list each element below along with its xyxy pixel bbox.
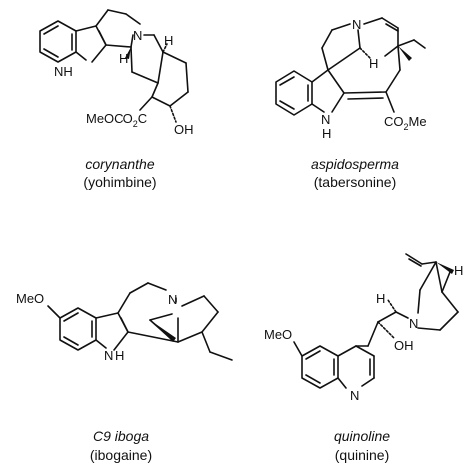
iboga-wedge-bond [150,320,176,342]
aspidosperma-ester-co: CO [384,114,404,129]
corynanthe-wedge-bond [125,47,131,59]
quinoline-h-left-label: H [376,291,385,306]
corynanthe-h-label-top: H [164,33,173,48]
aspidosperma-ester-subscript: 2 [404,122,409,132]
iboga-example-name: (ibogaine) [90,447,152,463]
quinoline-h-top-label: H [454,263,463,278]
iboga-class-name: C9 iboga [93,428,149,444]
ester-part-c: C [114,111,123,126]
corynanthe-bonds [39,9,189,123]
iboga-meo-label: MeO [16,291,44,306]
aspidosperma-ester-label: CO2Me [384,114,427,132]
aspidosperma-class-name: aspidosperma [311,156,399,172]
corynanthe-oh-label: OH [174,122,194,137]
corynanthe-class-name: corynanthe [85,156,154,172]
molecule-iboga: MeO N N H C9 iboga (ibogaine) [16,282,233,463]
quinoline-ring-n-label: N [350,388,359,403]
ester-part-meo: MeO [86,111,114,126]
quinoline-oh-label: OH [394,338,414,353]
aspidosperma-h-label: H [369,56,378,71]
molecule-quinoline: H H N OH MeO N quinoline (quinine) [264,253,463,463]
aspidosperma-ring-h-label: H [322,126,331,141]
ester-subscript: 2 [133,119,138,129]
aspidosperma-wedge-bond [398,46,412,61]
corynanthe-ester-label: MeOCO2C [86,111,147,129]
aspidosperma-n-label: N [352,17,361,32]
quinoline-bridge-n-label: N [409,316,418,331]
iboga-bonds [47,282,233,361]
quinoline-wedge-bond [436,262,454,274]
aspidosperma-ring-n-label: N [321,112,330,127]
quinoline-example-name: (quinine) [335,447,389,463]
quinoline-meo-label: MeO [264,327,292,342]
iboga-ring-h-label: H [115,348,124,363]
corynanthe-n-label: N [133,28,142,43]
aspidosperma-bonds [275,17,426,116]
molecule-corynanthe: NH N H H MeOCO2C OH corynanthe (yohimbin… [39,9,194,190]
quinoline-bonds [293,253,459,389]
corynanthe-example-name: (yohimbine) [83,174,156,190]
quinoline-class-name: quinoline [334,428,390,444]
corynanthe-nh-label: NH [54,64,73,79]
aspidosperma-example-name: (tabersonine) [314,174,397,190]
corynanthe-h-label-bottom: H [119,51,128,66]
molecule-aspidosperma: N H N H CO2Me aspidosperma (tabersonine) [275,17,427,190]
iboga-n-label: N [168,292,177,307]
aspidosperma-ester-me: Me [409,114,427,129]
iboga-ring-n-label: N [104,348,113,363]
